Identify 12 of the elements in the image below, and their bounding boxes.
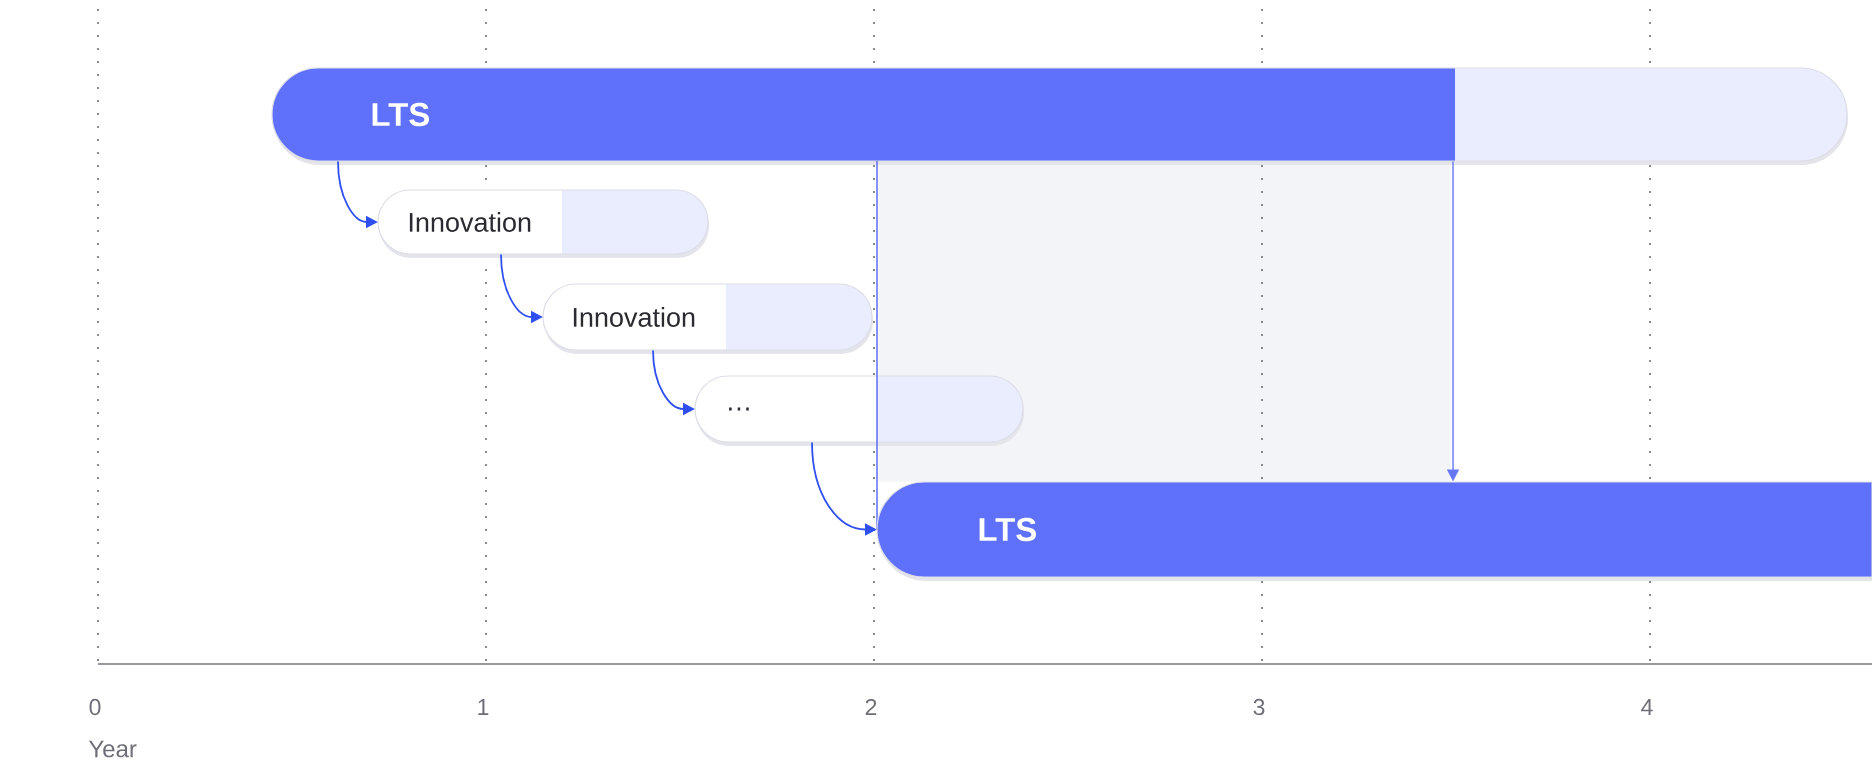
- timeline-bar: LTS: [876, 481, 1872, 581]
- timeline-bar: …: [694, 375, 1024, 446]
- tick-label: 3: [1253, 698, 1265, 716]
- shaded-band: [878, 162, 1451, 482]
- tick-label: 0: [89, 698, 101, 716]
- timeline-bar: Innovation: [542, 283, 873, 354]
- tick-label: 1: [478, 699, 489, 715]
- timeline-bar: LTS: [271, 67, 1848, 165]
- tick-label: 4: [1641, 699, 1653, 715]
- timeline-bar: Innovation: [377, 189, 709, 258]
- axis-title: Year: [88, 740, 137, 758]
- tick-label: 2: [865, 699, 877, 716]
